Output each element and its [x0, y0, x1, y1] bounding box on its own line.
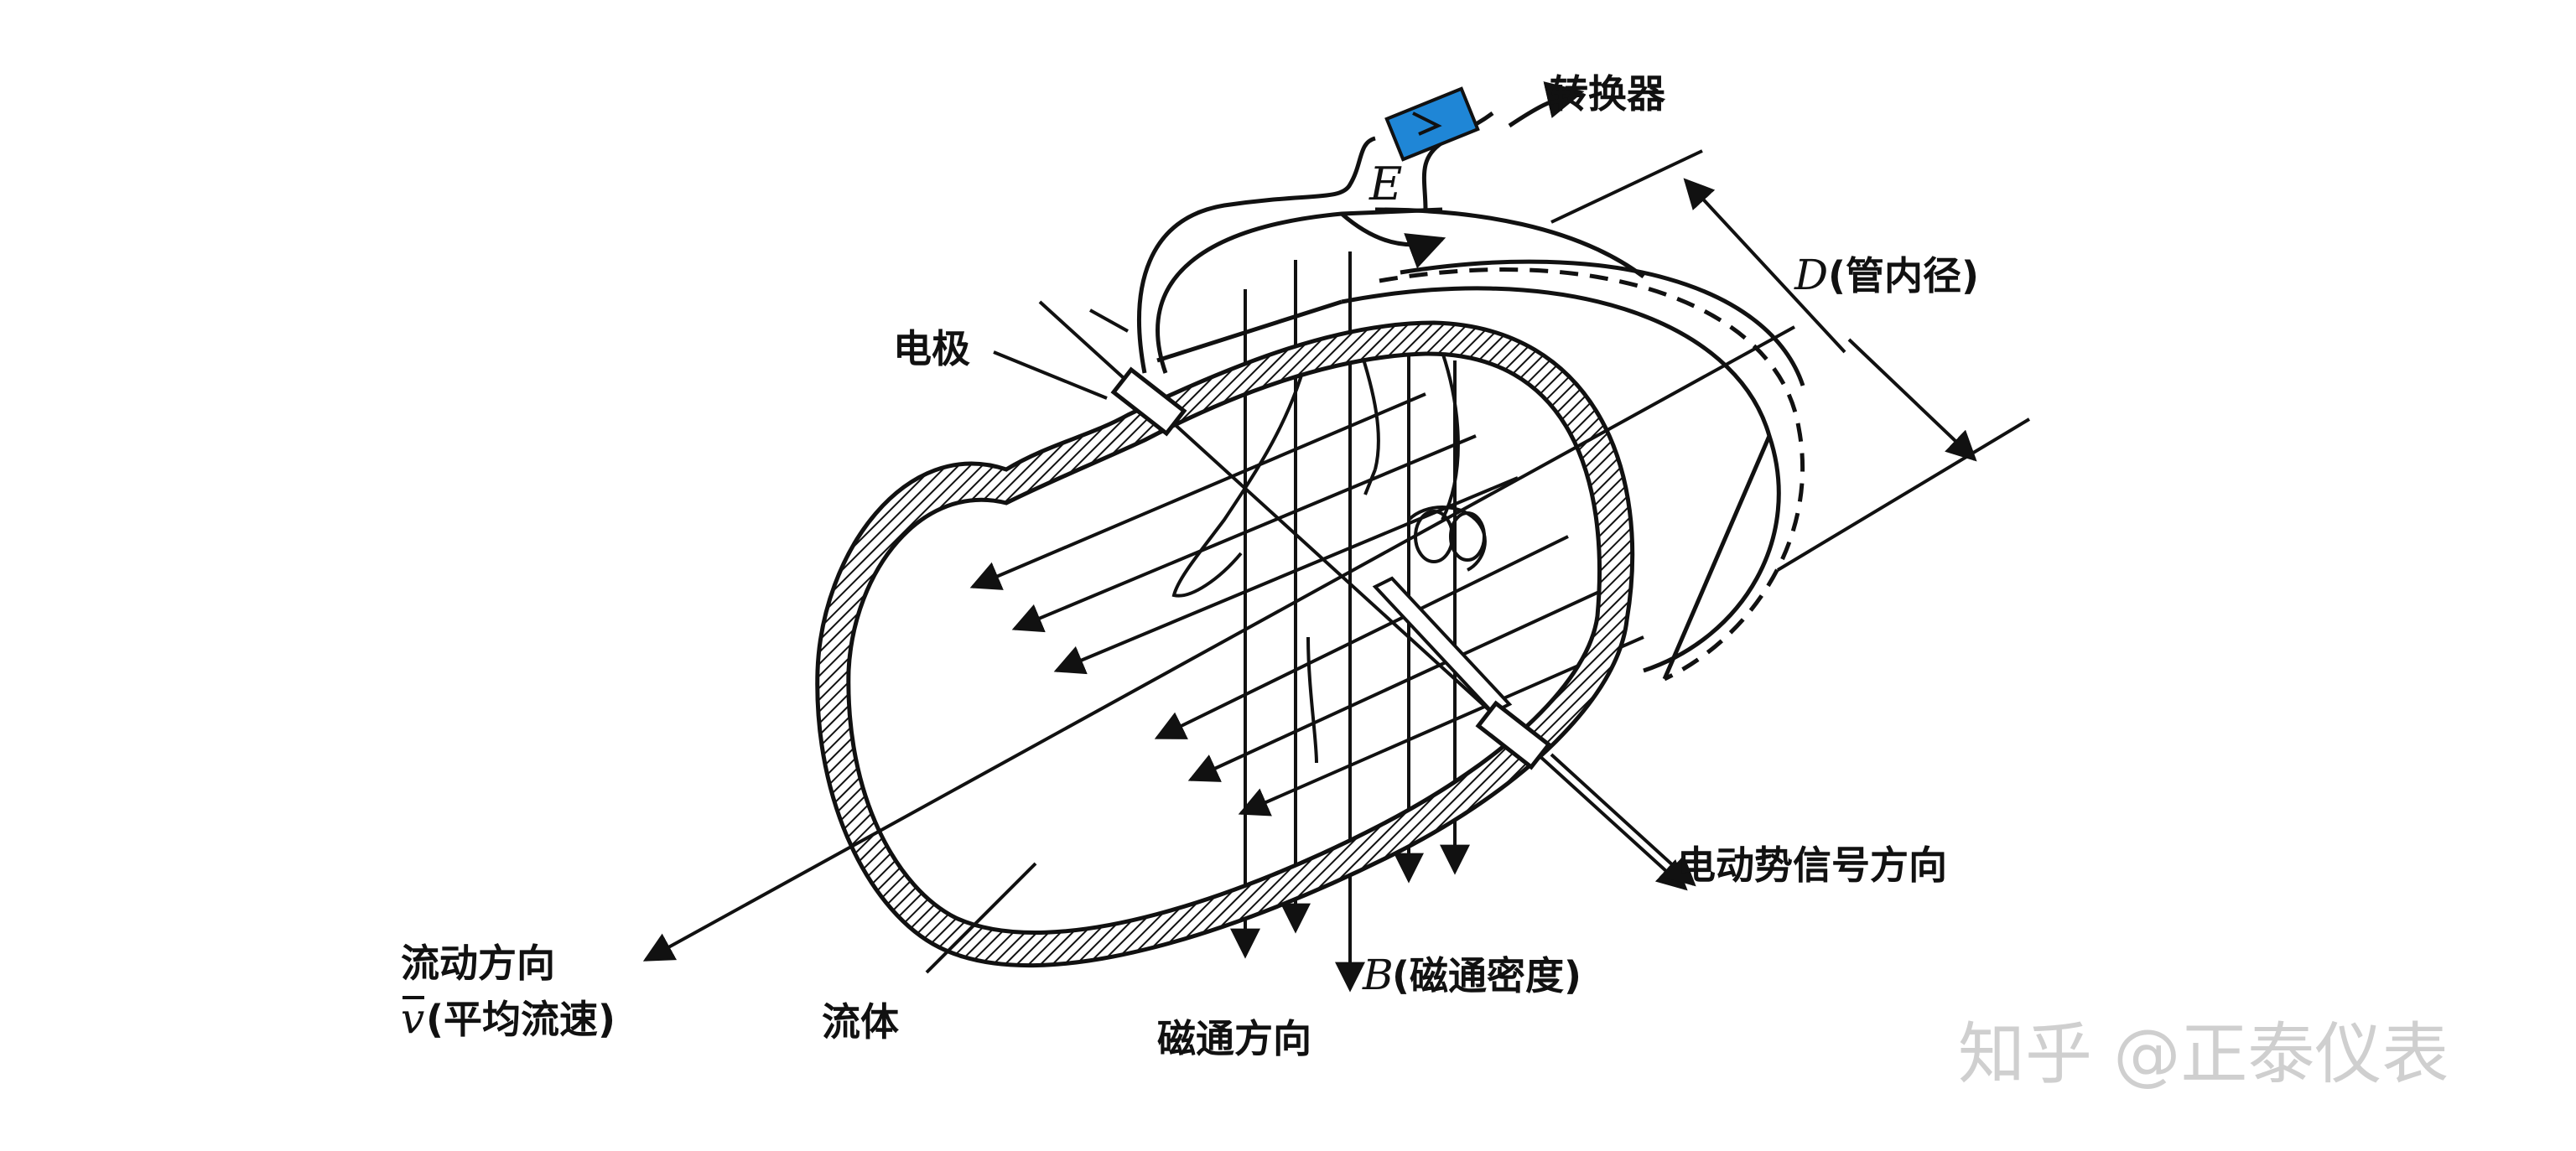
electrode-top [1110, 366, 1187, 437]
label-diameter: D (管内径) [1794, 251, 1979, 299]
leader-lines [925, 308, 1696, 974]
label-diameter-text: (管内径) [1828, 253, 1979, 298]
electrode-bottom [1475, 700, 1552, 770]
label-flux-direction: 磁通方向 [1157, 1016, 1311, 1061]
label-flux-symbol: B [1362, 951, 1394, 999]
pipe-body [1156, 207, 1805, 682]
watermark: 知乎 @正泰仪表 [1958, 1015, 2449, 1093]
label-fluid: 流体 [822, 999, 899, 1045]
label-velocity-symbol: v [401, 994, 424, 1043]
diameter-dimension [1550, 149, 2031, 572]
label-diameter-symbol: D [1794, 251, 1828, 299]
right-hand-sketch [1171, 343, 1487, 764]
label-flux-density: B (磁通密度) [1362, 951, 1581, 999]
label-emf-symbol: E [1368, 158, 1402, 210]
label-electrode: 电极 [893, 326, 970, 371]
label-velocity-text: (平均流速) [426, 997, 615, 1042]
electrode-rod [1372, 576, 1513, 715]
label-emf-direction: 电动势信号方向 [1677, 843, 1947, 888]
label-flow-direction: 流动方向 [401, 941, 555, 986]
flow-lines [969, 392, 1644, 817]
pipe-front-wall [815, 320, 1635, 968]
label-velocity: v (平均流速) [401, 994, 615, 1043]
flow-axis [642, 325, 1795, 962]
converter-box [1384, 86, 1480, 162]
label-flux-density-text: (磁通密度) [1392, 953, 1581, 998]
label-converter: 转换器 [1550, 71, 1666, 117]
